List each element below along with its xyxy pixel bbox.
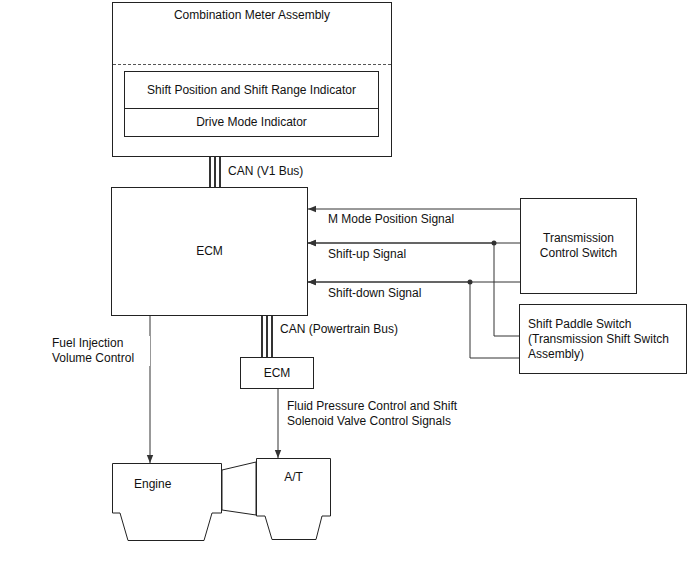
bus-connector [262, 316, 272, 357]
transmission-block: A/T [256, 458, 331, 540]
indicator-box: Drive Mode Indicator [124, 108, 379, 137]
dashed-divider [113, 64, 391, 65]
signal-label: Fuel Injection Volume Control [50, 336, 150, 366]
signal-label: M Mode Position Signal [326, 212, 456, 227]
signal-label: Fluid Pressure Control and Shift Solenoi… [285, 399, 494, 429]
signal-label: Shift-up Signal [326, 247, 408, 262]
node-text: Engine [134, 477, 171, 492]
signal-connector [308, 282, 519, 358]
node-text: Shift Paddle Switch (Transmission Shift … [528, 317, 678, 362]
switch-box: Shift Paddle Switch (Transmission Shift … [519, 304, 687, 374]
engine-block: Engine [112, 463, 222, 541]
signal-label: CAN (V1 Bus) [226, 164, 305, 179]
ecu-box: ECM [240, 357, 314, 389]
node-text: A/T [284, 470, 303, 485]
signal-connector [278, 389, 279, 458]
node-text: ECM [264, 366, 291, 381]
engine-block-outline [112, 463, 222, 541]
signal-label: CAN (Powertrain Bus) [278, 322, 400, 337]
node-text: Drive Mode Indicator [196, 115, 307, 130]
node-text: Combination Meter Assembly [174, 8, 330, 23]
engine-transmission-coupling [222, 462, 256, 515]
assembly-box: Combination Meter AssemblyShift Position… [112, 2, 392, 157]
ecu-box: ECM [111, 187, 308, 316]
node-text: Transmission Control Switch [527, 231, 630, 261]
node-text: ECM [196, 244, 223, 259]
signal-connector [308, 209, 520, 210]
switch-box: Transmission Control Switch [520, 198, 637, 294]
bus-connector [210, 157, 220, 187]
indicator-box: Shift Position and Shift Range Indicator [124, 71, 379, 109]
node-text: Shift Position and Shift Range Indicator [147, 83, 356, 98]
signal-label: Shift-down Signal [326, 286, 423, 301]
